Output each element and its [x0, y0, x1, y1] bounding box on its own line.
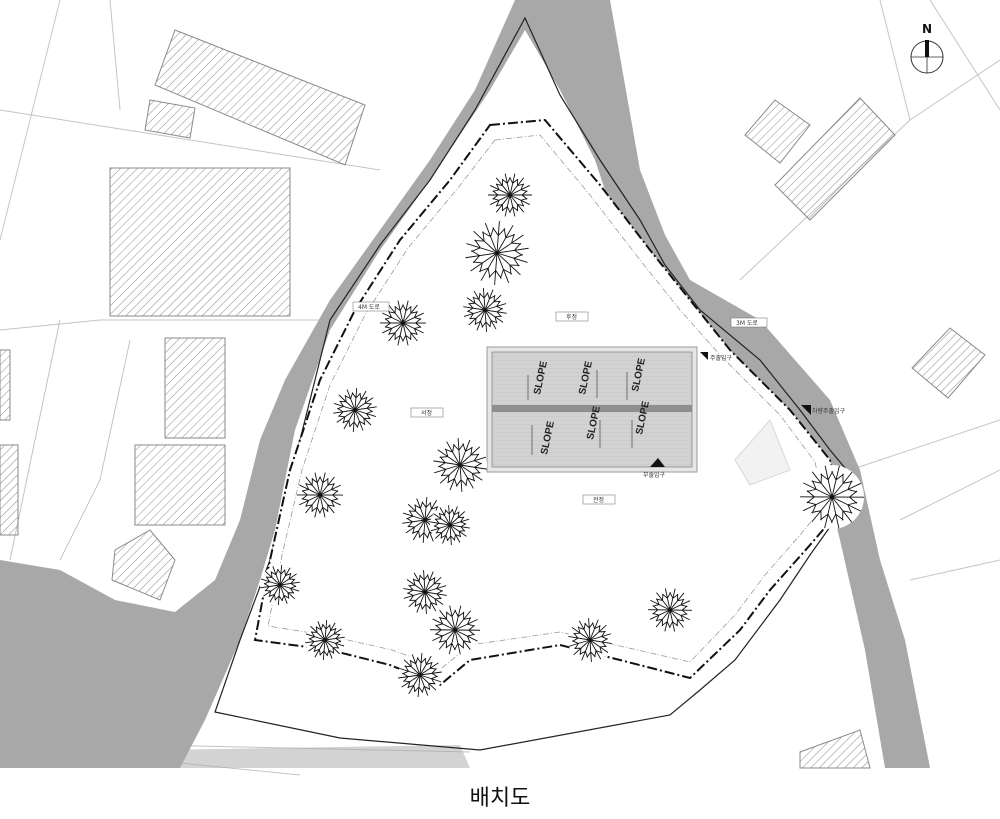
- tree-symbol: [488, 173, 532, 217]
- entrances: 주출입구 부출입구 차량주출입구: [643, 352, 846, 479]
- tree-symbol: [430, 505, 470, 545]
- sub-entrance-label: 부출입구: [643, 471, 666, 479]
- tree-symbol: [429, 605, 481, 655]
- zone-west-yard: 서정: [421, 409, 432, 417]
- east-road-label: 3M 도로: [736, 320, 758, 327]
- plan-caption: 배치도: [469, 786, 531, 811]
- tree-symbol: [463, 288, 507, 332]
- west-road: [0, 0, 930, 768]
- west-road-label: 4M 도로: [358, 304, 380, 311]
- main-building-roof: SLOPE SLOPE SLOPE SLOPE SLOPE SLOPE: [486, 346, 698, 473]
- zone-labels: 후정 서정 전정: [410, 311, 616, 505]
- property-boundary: [214, 16, 856, 751]
- tree-symbol: [379, 300, 427, 346]
- tree-symbol: [333, 388, 377, 432]
- tree-symbol: [296, 472, 344, 518]
- tree-symbol: [403, 570, 447, 614]
- vehicle-entrance-marker: [801, 405, 811, 415]
- main-entrance-marker: [700, 352, 708, 360]
- zone-front-yard: 전정: [593, 496, 604, 504]
- tree-symbol: [465, 221, 529, 285]
- vehicle-entrance-label: 차량주출입구: [812, 407, 846, 415]
- main-entrance-label: 주출입구: [710, 354, 733, 362]
- north-arrow: N: [910, 22, 944, 74]
- tree-symbol: [305, 620, 345, 660]
- north-label: N: [922, 22, 932, 36]
- tree-symbol: [647, 588, 693, 632]
- tree-symbol: [433, 438, 487, 492]
- road-bands: [0, 0, 930, 768]
- tree-symbol: [568, 618, 612, 662]
- road-labels: 4M 도로 3M 도로: [352, 301, 768, 328]
- trees: [260, 173, 865, 697]
- tree-symbol: [260, 565, 300, 605]
- ramp-area: [734, 419, 791, 486]
- building-nw: [154, 29, 366, 166]
- zone-back-yard: 후정: [566, 313, 577, 321]
- setback-line: [267, 134, 826, 669]
- neighbor-buildings: [0, 29, 986, 769]
- bottom-strip: [160, 745, 470, 768]
- sub-entrance-marker: [650, 458, 665, 467]
- site-plan: SLOPE SLOPE SLOPE SLOPE SLOPE SLOPE 후정 서…: [0, 0, 1000, 776]
- tree-symbol: [799, 465, 865, 529]
- tree-symbol: [398, 653, 442, 697]
